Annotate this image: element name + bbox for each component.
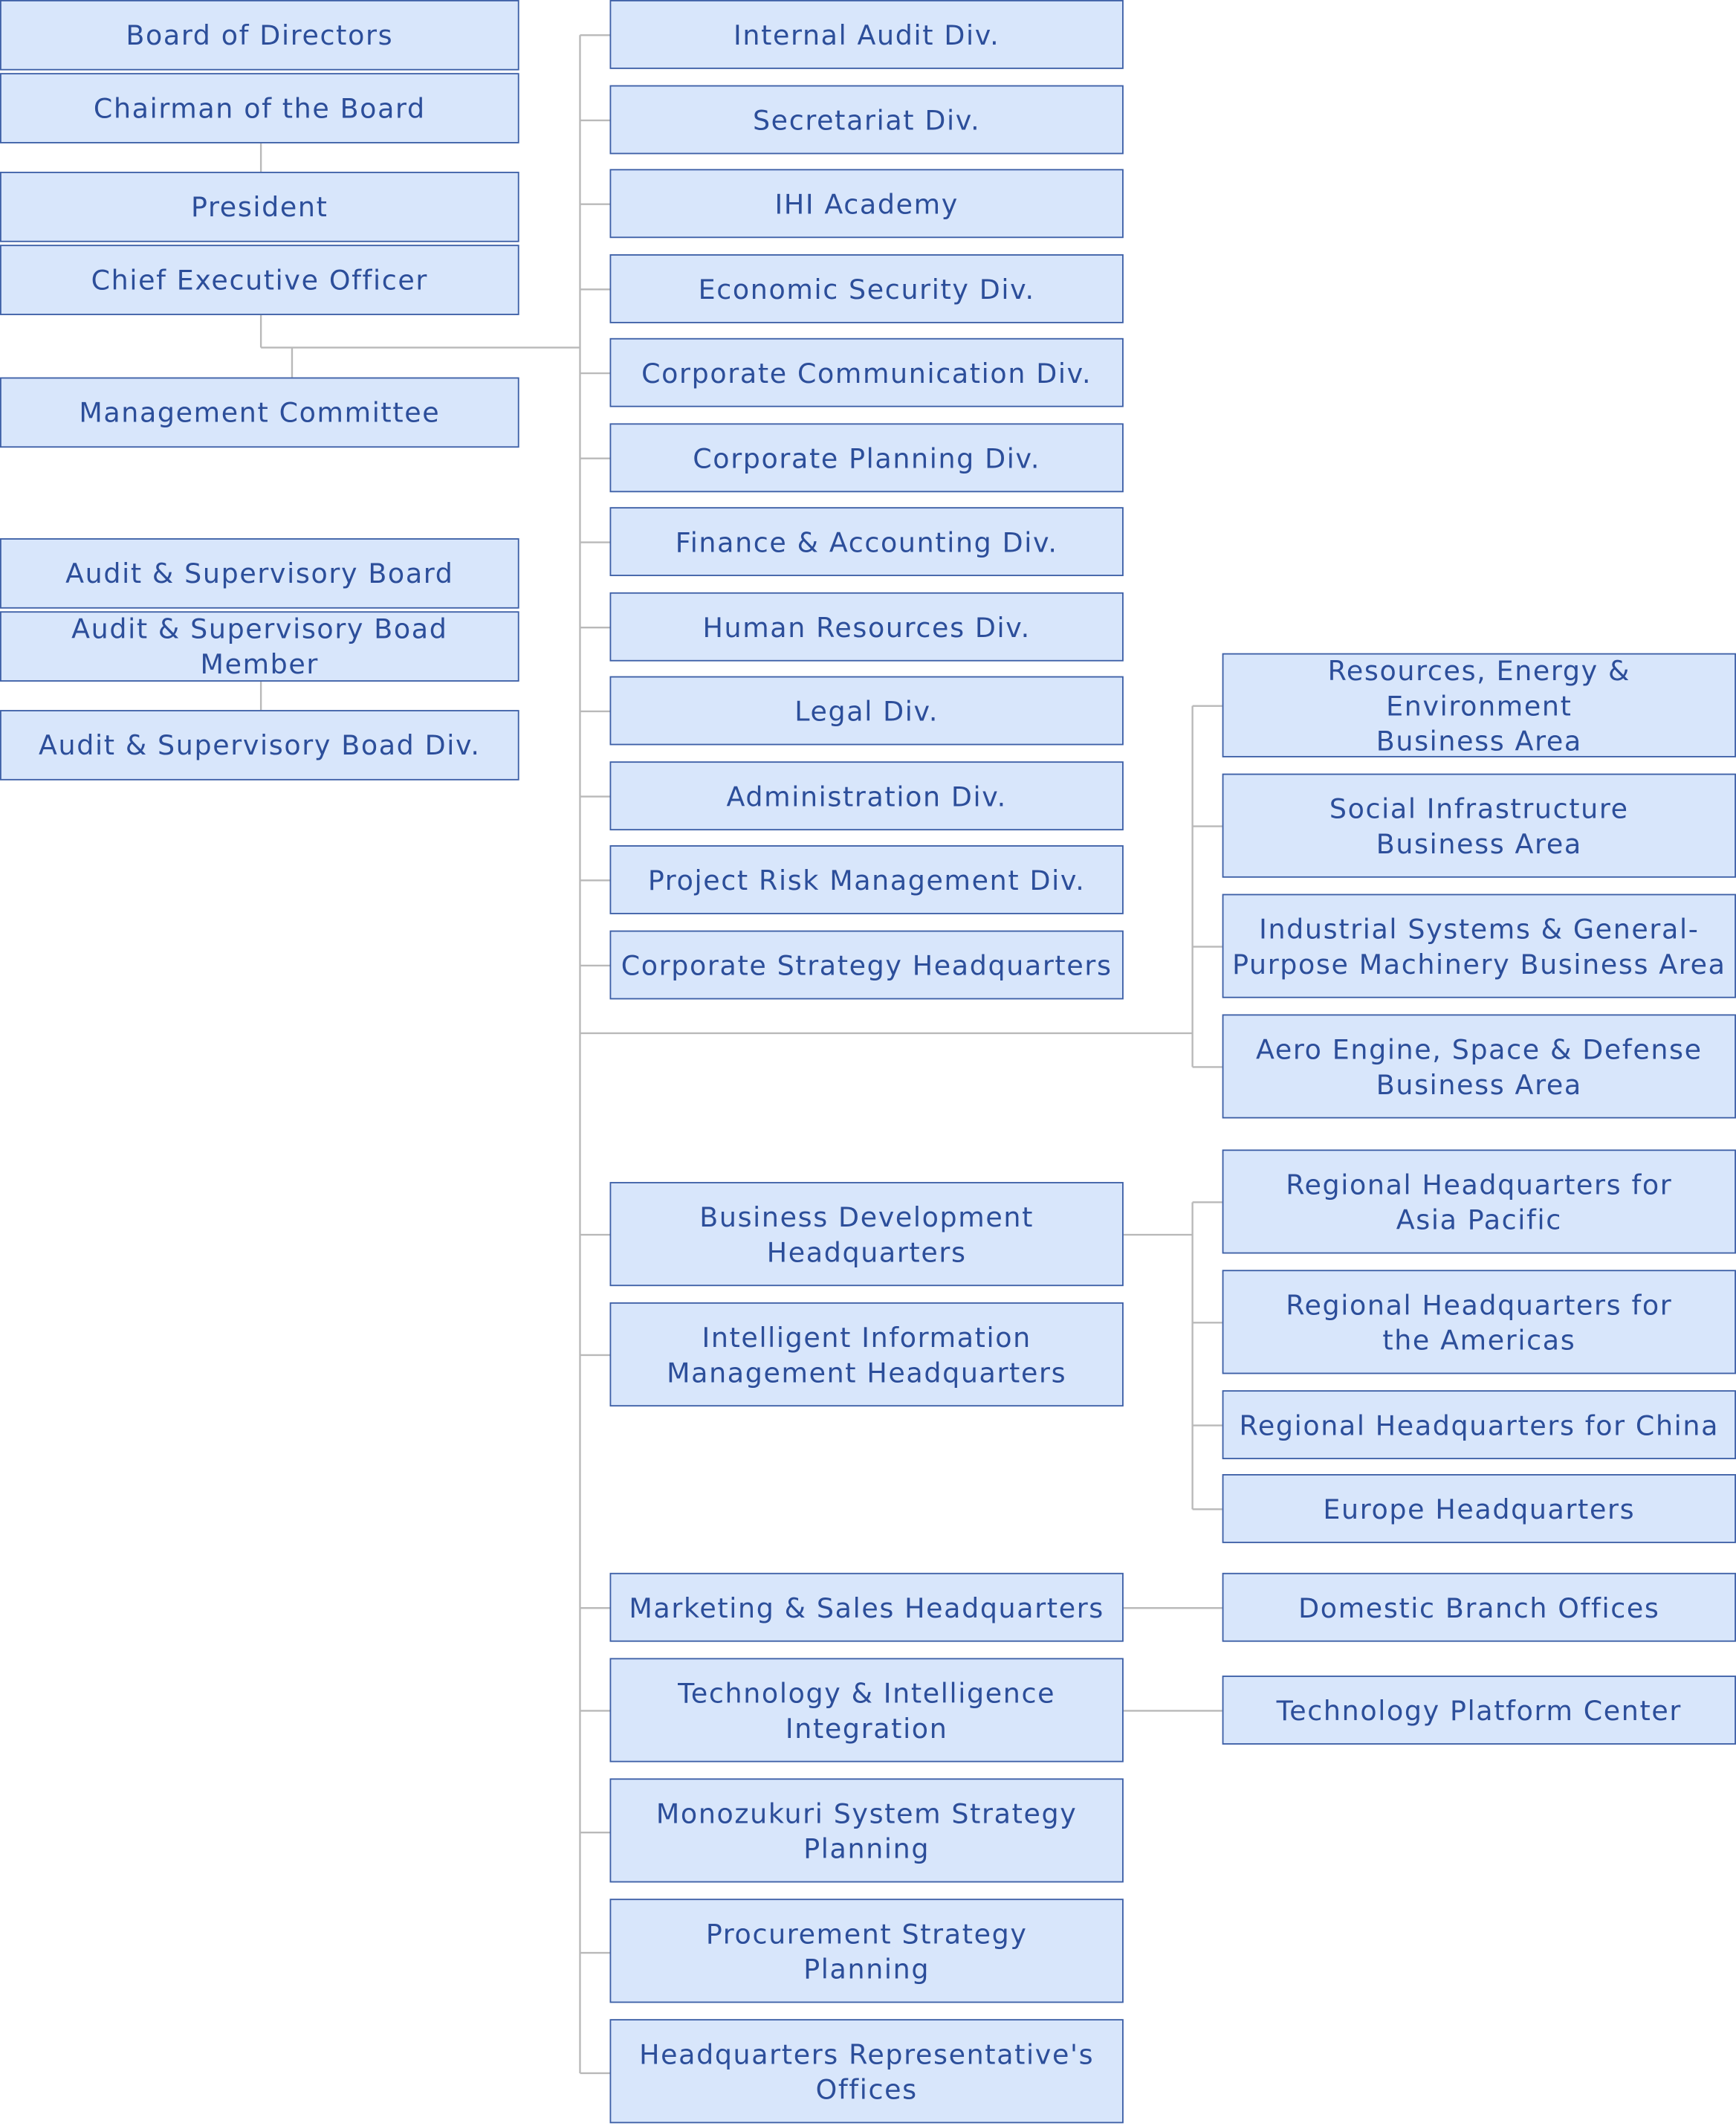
technology-platform-center-box: Technology Platform Center	[1222, 1676, 1736, 1745]
management-committee-box: Management Committee	[0, 377, 519, 448]
technology-intelligence-integration-box: Technology & Intelligence Integration	[609, 1658, 1124, 1762]
ceo-box: Chief Executive Officer	[0, 245, 519, 315]
audit-board-member-box: Audit & Supervisory Boad Member	[0, 611, 519, 682]
resources-energy-environment-box: Resources, Energy & Environment Business…	[1222, 653, 1736, 757]
domestic-branch-offices-box: Domestic Branch Offices	[1222, 1572, 1736, 1642]
human-resources-div-box: Human Resources Div.	[609, 592, 1124, 662]
internal-audit-div-box: Internal Audit Div.	[609, 0, 1124, 69]
project-risk-management-div-box: Project Risk Management Div.	[609, 845, 1124, 914]
procurement-strategy-planning-box: Procurement Strategy Planning	[609, 1899, 1124, 2003]
corporate-communication-div-box: Corporate Communication Div.	[609, 337, 1124, 407]
legal-div-box: Legal Div.	[609, 676, 1124, 746]
regional-hq-americas-box: Regional Headquarters for the Americas	[1222, 1270, 1736, 1374]
president-box: President	[0, 172, 519, 242]
marketing-sales-hq-box: Marketing & Sales Headquarters	[609, 1572, 1124, 1642]
social-infrastructure-box: Social Infrastructure Business Area	[1222, 773, 1736, 878]
audit-board-div-box: Audit & Supervisory Boad Div.	[0, 710, 519, 781]
secretariat-div-box: Secretariat Div.	[609, 85, 1124, 155]
regional-hq-asia-pacific-box: Regional Headquarters for Asia Pacific	[1222, 1149, 1736, 1254]
board-of-directors-box: Board of Directors	[0, 0, 519, 71]
monozukuri-system-strategy-planning-box: Monozukuri System Strategy Planning	[609, 1778, 1124, 1883]
administration-div-box: Administration Div.	[609, 761, 1124, 831]
intelligent-information-management-hq-box: Intelligent Information Management Headq…	[609, 1302, 1124, 1407]
economic-security-div-box: Economic Security Div.	[609, 254, 1124, 323]
ihi-academy-box: IHI Academy	[609, 169, 1124, 239]
aero-engine-space-defense-box: Aero Engine, Space & Defense Business Ar…	[1222, 1014, 1736, 1119]
hq-representative-offices-box: Headquarters Representative's Offices	[609, 2019, 1124, 2124]
corporate-planning-div-box: Corporate Planning Div.	[609, 423, 1124, 493]
business-development-hq-box: Business Development Headquarters	[609, 1182, 1124, 1287]
chairman-box: Chairman of the Board	[0, 73, 519, 143]
finance-accounting-div-box: Finance & Accounting Div.	[609, 507, 1124, 577]
europe-hq-box: Europe Headquarters	[1222, 1474, 1736, 1543]
corporate-strategy-hq-box: Corporate Strategy Headquarters	[609, 930, 1124, 1000]
regional-hq-china-box: Regional Headquarters for China	[1222, 1390, 1736, 1460]
industrial-systems-box: Industrial Systems & General- Purpose Ma…	[1222, 894, 1736, 998]
audit-board-box: Audit & Supervisory Board	[0, 538, 519, 609]
